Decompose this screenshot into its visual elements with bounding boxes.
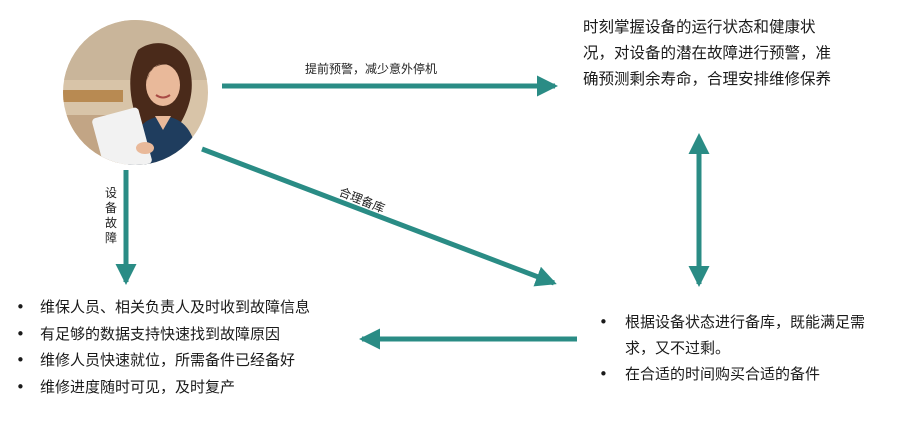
warning-label: 提前预警，减少意外停机: [305, 62, 438, 76]
list-item: 在合适的时间购买合适的备件: [597, 361, 877, 387]
list-item: 有足够的数据支持快速找到故障原因: [14, 321, 310, 348]
list-item: 维修人员快速就位，所需备件已经备好: [14, 347, 310, 374]
arrow-spare-parts: [201, 146, 557, 287]
avatar: [63, 20, 208, 165]
benefits-text: 时刻掌握设备的运行状态和健康状况，对设备的潜在故障进行预警，准确预测剩余寿命，合…: [583, 18, 832, 88]
inventory-outcomes-list: 根据设备状态进行备库，既能满足需求，又不过剩。 在合适的时间购买合适的备件: [597, 309, 877, 387]
list-item: 根据设备状态进行备库，既能满足需求，又不过剩。: [597, 309, 877, 361]
list-item: 维修进度随时可见，及时复产: [14, 374, 310, 401]
list-item: 维保人员、相关负责人及时收到故障信息: [14, 294, 310, 321]
fault-label: 设备故障: [104, 186, 117, 245]
person-photo-icon: [63, 20, 208, 165]
fault-outcomes-list: 维保人员、相关负责人及时收到故障信息 有足够的数据支持快速找到故障原因 维修人员…: [14, 294, 310, 400]
